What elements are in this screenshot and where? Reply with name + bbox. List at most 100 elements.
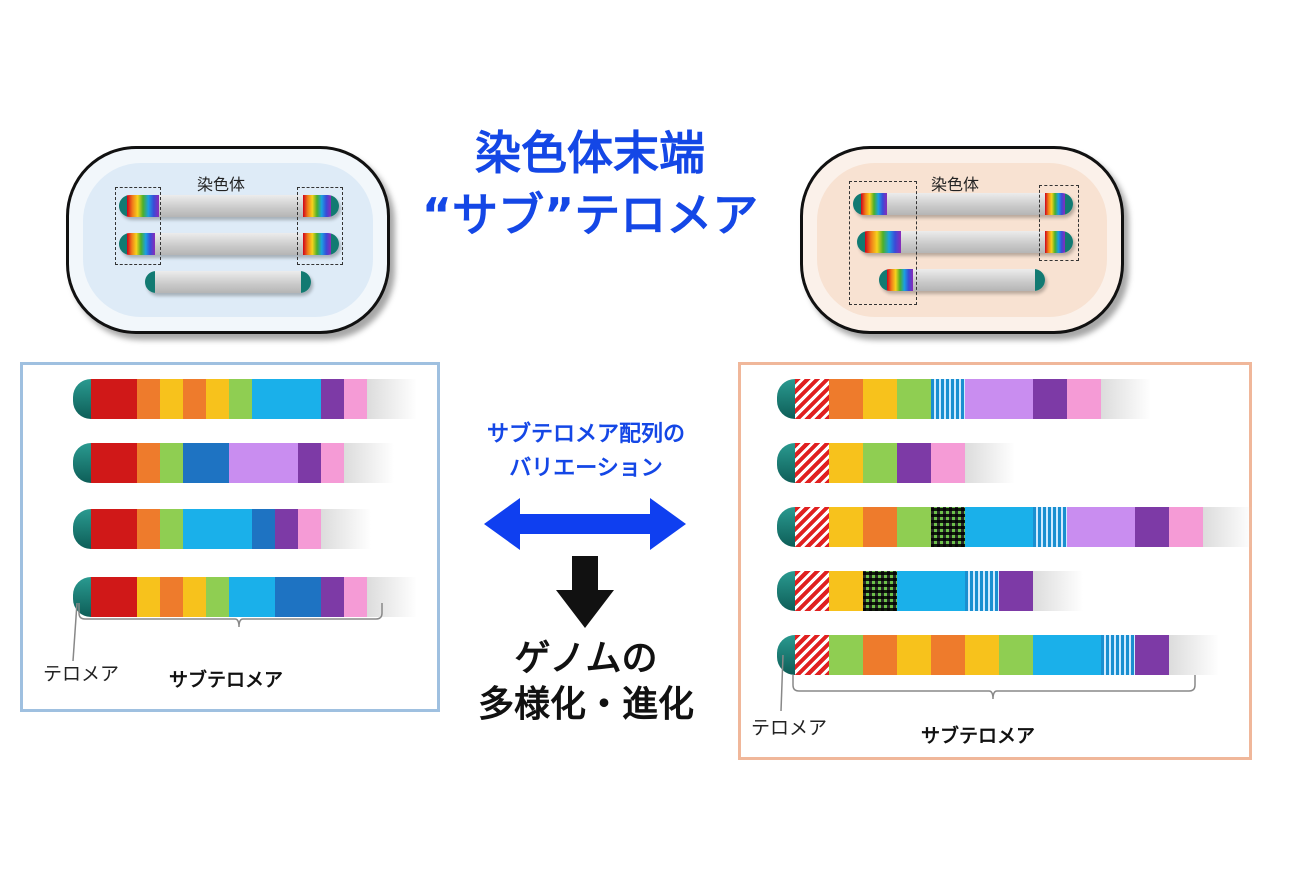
subtelomere-segment <box>897 635 931 675</box>
subtelomere-bar <box>73 379 417 419</box>
bar-fade <box>1203 507 1253 547</box>
subtelomere-segment <box>206 577 229 617</box>
subtelomere-segment <box>1135 635 1169 675</box>
subtelomere-segment <box>829 443 863 483</box>
title-line2: “サブ”テロメア <box>421 188 759 242</box>
chromosome <box>879 269 1045 291</box>
chromosome <box>119 195 339 217</box>
subtelomere-segment <box>1101 635 1135 675</box>
subtelomere-segment <box>183 379 206 419</box>
left-panel: テロメア サブテロメア <box>20 362 440 712</box>
subtelomere-segment <box>114 443 137 483</box>
result-line2: 多様化・進化 <box>477 684 694 725</box>
subtelomere-segment <box>1169 507 1203 547</box>
subtelomere-segment <box>137 443 160 483</box>
result-line1: ゲノムの <box>514 638 658 679</box>
subtelomere-bar <box>73 577 417 617</box>
subtelomere-segment <box>206 379 229 419</box>
subtelomere-segment <box>275 443 298 483</box>
down-arrow-icon <box>556 556 614 628</box>
subtelomere-segment <box>344 379 367 419</box>
telomere-cap <box>73 443 91 483</box>
subtelomere-segment <box>999 379 1033 419</box>
subtelomere-label: サブテロメア <box>921 725 1036 747</box>
subtelomere-segment <box>160 443 183 483</box>
subtelomere-segment <box>321 577 344 617</box>
subtelomere-segment <box>252 509 275 549</box>
subtelomere-segment <box>252 577 275 617</box>
subtelomere-segment <box>275 577 298 617</box>
subtelomere-bar <box>777 443 1015 483</box>
subtelomere-segment <box>183 443 206 483</box>
cell-right: 染色体 <box>800 146 1124 334</box>
subtelomere-bar <box>777 379 1151 419</box>
subtelomere-segment <box>1067 635 1101 675</box>
cell-left: 染色体 <box>66 146 390 334</box>
telomere-cap <box>73 577 91 617</box>
result-caption: ゲノムの 多様化・進化 <box>446 636 726 728</box>
subtelomere-bracket <box>72 602 383 662</box>
telomere-cap <box>777 571 795 611</box>
subtelomere-segment <box>999 635 1033 675</box>
chromosome <box>857 231 1073 253</box>
subtelomere-segment <box>114 509 137 549</box>
subtelomere-segment <box>931 635 965 675</box>
subtelomere-segment <box>897 379 931 419</box>
subtelomere-segment <box>1033 379 1067 419</box>
subtelomere-segment <box>160 509 183 549</box>
subtelomere-segment <box>999 507 1033 547</box>
subtelomere-segment <box>137 379 160 419</box>
subtelomere-segment <box>206 443 229 483</box>
subtelomere-segment <box>229 509 252 549</box>
subtelomere-bar <box>777 507 1253 547</box>
subtelomere-segment <box>863 379 897 419</box>
telomere-cap <box>777 443 795 483</box>
subtelomere-segment <box>829 507 863 547</box>
variation-line2: バリエーション <box>509 456 663 481</box>
subtelomere-segment <box>252 443 275 483</box>
subtelomere-segment <box>931 379 965 419</box>
subtelomere-segment <box>137 577 160 617</box>
subtelomere-segment <box>863 443 897 483</box>
bar-fade <box>1033 571 1083 611</box>
subtelomere-segment <box>114 379 137 419</box>
main-title: 染色体末端 “サブ”テロメア <box>380 122 800 246</box>
subtelomere-segment <box>863 507 897 547</box>
subtelomere-segment <box>252 379 275 419</box>
subtelomere-segment <box>795 379 829 419</box>
subtelomere-segment <box>965 507 999 547</box>
subtelomere-label: サブテロメア <box>169 669 284 691</box>
chromosome <box>145 271 311 293</box>
telomere-cap <box>777 635 795 675</box>
subtelomere-segment <box>321 379 344 419</box>
telomere-label: テロメア <box>43 663 120 685</box>
subtelomere-box <box>297 187 343 265</box>
subtelomere-segment <box>1033 635 1067 675</box>
subtelomere-segment <box>829 379 863 419</box>
subtelomere-segment <box>795 507 829 547</box>
subtelomere-segment <box>344 577 367 617</box>
subtelomere-segment <box>965 571 999 611</box>
cell-left-label: 染色体 <box>197 175 246 194</box>
subtelomere-bar <box>777 571 1083 611</box>
chromosome <box>119 233 339 255</box>
subtelomere-segment <box>298 577 321 617</box>
subtelomere-segment <box>965 635 999 675</box>
subtelomere-segment <box>160 577 183 617</box>
variation-line1: サブテロメア配列の <box>486 422 685 447</box>
subtelomere-segment <box>829 635 863 675</box>
telomere-cap <box>73 509 91 549</box>
cell-right-label: 染色体 <box>931 175 980 194</box>
subtelomere-bar <box>777 635 1219 675</box>
subtelomere-segment <box>863 635 897 675</box>
subtelomere-box <box>849 181 917 305</box>
subtelomere-segment <box>137 509 160 549</box>
subtelomere-box <box>115 187 161 265</box>
subtelomere-segment <box>829 571 863 611</box>
subtelomere-segment <box>931 571 965 611</box>
subtelomere-segment <box>897 571 931 611</box>
subtelomere-segment <box>206 509 229 549</box>
telomere-cap <box>777 507 795 547</box>
subtelomere-segment <box>1067 507 1101 547</box>
subtelomere-segment <box>931 443 965 483</box>
